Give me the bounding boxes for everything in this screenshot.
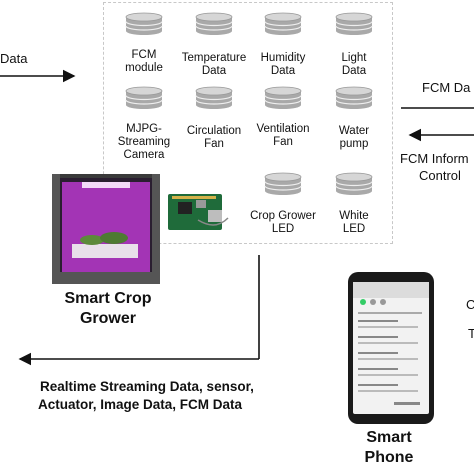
- humidity-data-label-line: Data: [270, 65, 296, 77]
- ventilation-fan-label-line: Fan: [273, 136, 293, 148]
- white-led-label-line: LED: [342, 223, 366, 235]
- white-led-label-line: White: [339, 210, 369, 222]
- water-pump-label-line: Water: [338, 125, 370, 137]
- mjpg-streaming-camera-label-line: MJPG-: [126, 123, 162, 135]
- mjpg-streaming-camera-label-line: Streaming: [117, 136, 171, 148]
- water-pump-label-line: pump: [339, 138, 369, 150]
- right-edge-fragment-2: T: [468, 326, 474, 341]
- phone-label-2: Phone: [364, 449, 414, 466]
- grower-photo: [52, 174, 160, 284]
- right-info-label-2: Control: [419, 168, 461, 183]
- temperature-data-label-line: Data: [201, 65, 227, 77]
- left-data-label: Data: [0, 51, 28, 66]
- right-top-label: FCM Da: [422, 80, 471, 95]
- fcm-module-label-line: module: [125, 62, 163, 74]
- crop-grower-led-label-line: LED: [271, 223, 295, 235]
- crop-grower-led-label-line: Crop Grower: [250, 210, 316, 222]
- light-data-database-cylinder-icon: [335, 12, 373, 36]
- circulation-fan-database-cylinder-icon: [195, 86, 233, 110]
- light-data-label-line: Light: [341, 52, 367, 64]
- grower-label-1: Smart Crop: [64, 290, 152, 307]
- raspberry-pi-board-icon: [168, 190, 230, 232]
- mjpg-streaming-camera-label-line: Camera: [123, 149, 165, 161]
- ventilation-fan-database-cylinder-icon: [264, 86, 302, 110]
- water-pump-database-cylinder-icon: [335, 86, 373, 110]
- crop-grower-led-database-cylinder-icon: [264, 172, 302, 196]
- right-edge-fragment-1: C: [466, 297, 474, 312]
- circulation-fan-label-line: Fan: [204, 138, 224, 150]
- bottom-label-2: Actuator, Image Data, FCM Data: [38, 397, 243, 412]
- right-info-label-1: FCM Inform: [400, 151, 469, 166]
- humidity-data-database-cylinder-icon: [264, 12, 302, 36]
- humidity-data-label-line: Humidity: [260, 52, 306, 64]
- light-data-label-line: Data: [341, 65, 367, 77]
- temperature-data-database-cylinder-icon: [195, 12, 233, 36]
- mjpg-streaming-camera-database-cylinder-icon: [125, 86, 163, 110]
- temperature-data-label-line: Temperature: [181, 52, 247, 64]
- module-container: [103, 2, 393, 244]
- circulation-fan-label-line: Circulation: [186, 125, 242, 137]
- smartphone-icon: [348, 272, 434, 424]
- phone-label-1: Smart: [366, 429, 412, 446]
- fcm-module-label-line: FCM: [131, 49, 157, 61]
- bottom-label-1: Realtime Streaming Data, sensor,: [40, 379, 254, 394]
- white-led-database-cylinder-icon: [335, 172, 373, 196]
- ventilation-fan-label-line: Ventilation: [256, 123, 310, 135]
- grower-label-2: Grower: [79, 310, 136, 327]
- fcm-module-database-cylinder-icon: [125, 12, 163, 36]
